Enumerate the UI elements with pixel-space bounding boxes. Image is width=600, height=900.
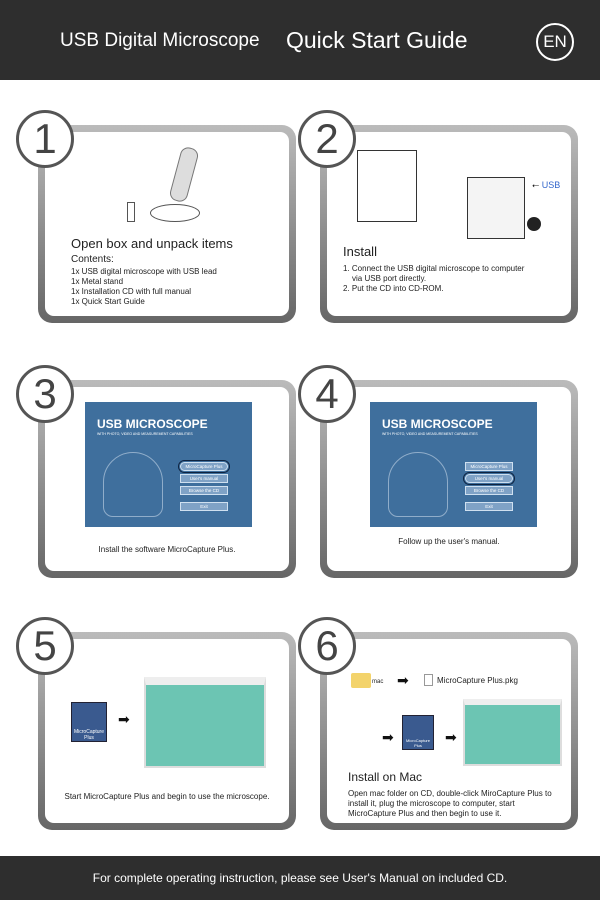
app-screenshot <box>144 677 266 768</box>
file-icon <box>424 674 433 686</box>
app-screenshot <box>463 699 562 766</box>
instruction-line: via USB port directly. <box>352 274 427 283</box>
step-2-title: Install <box>343 244 377 259</box>
instruction-line: 2. Put the CD into CD-ROM. <box>343 284 444 293</box>
step-number-2: 2 <box>298 110 356 168</box>
folder-icon <box>351 673 371 688</box>
users-manual-button[interactable]: User's manual <box>463 472 515 485</box>
step-3-panel: USB MICROSCOPE WITH PHOTO, VIDEO AND MEA… <box>38 380 296 578</box>
step-6-title: Install on Mac <box>348 770 423 784</box>
installer-screen: USB MICROSCOPE WITH PHOTO, VIDEO AND MEA… <box>370 402 537 527</box>
step-number-1: 1 <box>16 110 74 168</box>
step-5-caption: Start MicroCapture Plus and begin to use… <box>64 792 270 801</box>
language-badge: EN <box>536 23 574 61</box>
installer-screen: USB MICROSCOPE WITH PHOTO, VIDEO AND MEA… <box>85 402 252 527</box>
arrow-icon: ➡ <box>397 672 409 688</box>
screen-subtitle: WITH PHOTO, VIDEO AND MEASUREMENT CAPABI… <box>97 432 193 436</box>
instruction-line: install it, plug the microscope to compu… <box>348 799 515 808</box>
screen-title: USB MICROSCOPE <box>97 417 208 431</box>
usb-icon: ⭠ USB <box>532 180 561 190</box>
step-6-panel: mac ➡ MicroCapture Plus.pkg ➡ MicroCaptu… <box>320 632 578 830</box>
browse-cd-button[interactable]: Browse the CD <box>465 486 513 495</box>
app-icon[interactable]: MicroCapture Plus <box>402 715 434 750</box>
microcapture-button[interactable]: MicroCapture Plus <box>178 460 230 473</box>
instruction-line: 1. Connect the USB digital microscope to… <box>343 264 525 273</box>
step-number-6: 6 <box>298 617 356 675</box>
product-title: USB Digital Microscope <box>60 30 260 51</box>
step-number-5: 5 <box>16 617 74 675</box>
step-2-panel: ⭠ USB Install 1. Connect the USB digital… <box>320 125 578 323</box>
computer-tower-illustration <box>467 177 525 239</box>
microscope-illustration <box>103 452 163 517</box>
microscope-illustration <box>388 452 448 517</box>
content-item: 1x USB digital microscope with USB lead <box>71 267 217 276</box>
content-item: 1x Metal stand <box>71 277 124 286</box>
instruction-line: Open mac folder on CD, double-click Miro… <box>348 789 552 798</box>
folder-label: mac <box>372 679 384 685</box>
usb-plug-icon <box>127 202 135 222</box>
exit-button[interactable]: Exit <box>180 502 228 511</box>
step-1-title: Open box and unpack items <box>71 236 233 251</box>
exit-button[interactable]: Exit <box>465 502 513 511</box>
microcapture-button[interactable]: MicroCapture Plus <box>465 462 513 471</box>
browse-cd-button[interactable]: Browse the CD <box>180 486 228 495</box>
arrow-icon: ➡ <box>445 729 457 745</box>
step-number-3: 3 <box>16 365 74 423</box>
instruction-line: MicroCapture Plus and then begin to use … <box>348 809 502 818</box>
app-icon[interactable]: MicroCapture Plus <box>71 702 107 742</box>
cd-icon <box>527 217 541 231</box>
content-item: 1x Quick Start Guide <box>71 297 145 306</box>
step-4-caption: Follow up the user's manual. <box>398 537 500 546</box>
step-4-panel: USB MICROSCOPE WITH PHOTO, VIDEO AND MEA… <box>320 380 578 578</box>
file-label: MicroCapture Plus.pkg <box>437 676 518 685</box>
arrow-icon: ➡ <box>382 729 394 745</box>
step-1-panel: Open box and unpack items Contents: 1x U… <box>38 125 296 323</box>
users-manual-button[interactable]: User's manual <box>180 474 228 483</box>
arrow-icon: ➡ <box>118 711 130 727</box>
screen-title: USB MICROSCOPE <box>382 417 493 431</box>
guide-title: Quick Start Guide <box>286 27 468 53</box>
step-5-panel: MicroCapture Plus ➡ Start MicroCapture P… <box>38 632 296 830</box>
step-number-4: 4 <box>298 365 356 423</box>
usb-port-illustration <box>357 150 417 222</box>
content-item: 1x Installation CD with full manual <box>71 287 192 296</box>
screen-subtitle: WITH PHOTO, VIDEO AND MEASUREMENT CAPABI… <box>382 432 478 436</box>
microscope-illustration <box>145 142 205 227</box>
footer-note: For complete operating instruction, plea… <box>0 856 600 900</box>
contents-label: Contents: <box>71 254 114 265</box>
step-3-caption: Install the software MicroCapture Plus. <box>98 545 236 554</box>
header: USB Digital Microscope Quick Start Guide… <box>0 0 600 80</box>
